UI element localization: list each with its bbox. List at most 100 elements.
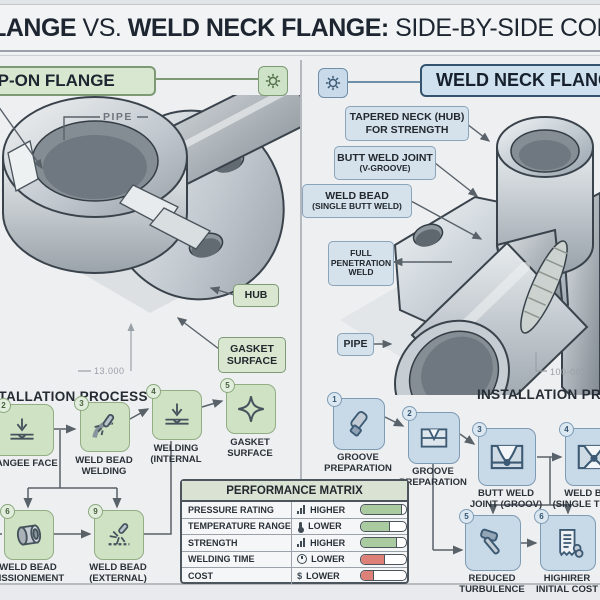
step-flange-face: [0, 404, 54, 456]
butt-weld-joint-callout: BUTT WELD JOINT (V-GROOVE): [334, 146, 436, 180]
step-num-r1: 1: [327, 392, 342, 407]
page-title: SLIP-ON FLANGE VS. WELD NECK FLANGE: SID…: [0, 14, 600, 43]
dimension-right: 100-002: [550, 367, 587, 377]
rating-bar: [360, 504, 407, 516]
weld-bead-line1: WELD BEAD: [325, 190, 389, 203]
welding-torch-icon: [92, 414, 115, 438]
thermometer-icon: [297, 522, 304, 534]
step-welding-internal: [152, 390, 202, 440]
step-label-weld-bead-external: WELD BEAD(EXTERNAL): [89, 562, 147, 585]
full-pen-line1: FULL: [350, 247, 372, 258]
receipt-icon: [559, 529, 584, 558]
step-weld-bead-tension: [4, 510, 54, 560]
clock-icon: [297, 554, 308, 565]
step-weld-bead-external: [94, 510, 144, 560]
matrix-row-temperature: TEMPERATURE RANGE LOWER: [182, 518, 407, 535]
dimension-left: 13.000: [94, 366, 125, 376]
title-underline: [0, 50, 600, 52]
rating-bar: [360, 570, 407, 582]
step-num-2: 2: [0, 398, 11, 413]
bar-chart-icon: [297, 538, 306, 548]
panel-divider: [300, 60, 302, 583]
step-weld-bead-single: [565, 428, 600, 486]
gasket-label-line2: SURFACE: [226, 355, 278, 367]
grinder-icon: [349, 411, 368, 437]
weld-sparks-icon: [108, 523, 130, 546]
step-reduced-turbulence: [465, 515, 521, 571]
arrow-groove-icon: [10, 418, 34, 440]
step-num-3: 3: [74, 396, 89, 411]
step-butt-weld-joint: [478, 428, 536, 486]
matrix-row-strength: STRENGTH HIGHER: [182, 535, 407, 552]
matrix-row-welding-time: WELDING TIME LOWER: [182, 551, 407, 568]
step-groove-prep-1: [333, 398, 385, 450]
performance-matrix: PERFORMANCE MATRIX PRESSURE RATING HIGHE…: [180, 479, 409, 584]
step-num-6: 6: [0, 504, 15, 519]
dollar-icon: [297, 571, 302, 581]
slip-on-flange-illustration: [0, 95, 300, 313]
left-process-heading: INSTALLATION PROCESS: [0, 389, 148, 404]
step-num-5: 5: [220, 378, 235, 393]
direction-label: HIGHER: [310, 537, 346, 548]
step-groove-prep-2: [408, 412, 460, 464]
metric-label: STRENGTH: [182, 535, 293, 551]
step-label-flange-face: FLANGEE FACE: [0, 458, 58, 469]
hub-label-text: HUB: [244, 289, 268, 302]
tapered-neck-line2: FOR STRENGTH: [365, 123, 449, 136]
gasket-surface-label: GASKET SURFACE: [218, 337, 286, 373]
bottom-rule: [0, 583, 600, 585]
direction-label: HIGHER: [310, 504, 346, 515]
gasket-label-line1: GASKET: [230, 342, 274, 355]
right-process-heading: INSTALLATION PROCESS: [477, 387, 600, 402]
step-label-welding-internal: WELDING(INTERNAL: [150, 443, 202, 466]
step-label-weld-bead-tension: WELD BEADINSSIONEMENT: [0, 562, 65, 585]
bar-chart-icon: [297, 505, 306, 515]
matrix-row-cost: COST LOWER: [182, 568, 407, 584]
butt-weld-line1: BUTT WELD JOINT: [337, 152, 433, 165]
title-part-bold2: WELD NECK FLANGE:: [127, 14, 389, 42]
title-sep: VS.: [76, 14, 128, 42]
cylinder-icon: [16, 524, 42, 546]
step-label-weld-bead-single: WELD BEAD(SINGLE T WELD): [552, 488, 600, 511]
right-panel-header: WELD NECK FLANGE: [420, 64, 600, 97]
pipe-right-text: PIPE: [343, 338, 368, 351]
pipe-label-left: PIPE: [103, 111, 133, 123]
tapered-neck-callout: TAPERED NECK (HUB) FOR STRENGTH: [345, 106, 469, 141]
step-higher-initial-cost: [540, 515, 596, 571]
title-underline-2: [0, 55, 600, 56]
hub-label: HUB: [233, 284, 279, 307]
full-pen-line2: PENETRATION: [330, 257, 392, 268]
pipe-callout-right: PIPE: [337, 333, 374, 356]
hammer-icon: [480, 528, 500, 555]
step-num-r5: 5: [459, 509, 474, 524]
step-num-r3: 3: [472, 422, 487, 437]
step-num-r2: 2: [402, 406, 417, 421]
title-part-bold1: SLIP-ON FLANGE: [0, 14, 77, 42]
gear-icon-left: [258, 66, 288, 96]
weld-bead-callout: WELD BEAD (SINGLE BUTT WELD): [302, 184, 412, 218]
arrow-groove-icon: [165, 403, 189, 425]
top-rule: [0, 4, 600, 5]
gear-icon-right: [318, 68, 348, 98]
step-num-r4: 4: [559, 422, 574, 437]
step-num-9: 9: [88, 504, 103, 519]
full-penetration-callout: FULL PENETRATION WELD: [328, 241, 394, 286]
tapered-neck-line1: TAPERED NECK (HUB): [349, 111, 465, 124]
title-part-rest: SIDE-BY-SIDE COMPARISON: [395, 14, 600, 42]
butt-weld-line2: (V-GROOVE): [359, 163, 411, 174]
sparkle-icon: [238, 396, 264, 422]
v-groove-icon: [420, 428, 448, 448]
direction-label: LOWER: [311, 554, 345, 565]
metric-label: TEMPERATURE RANGE: [182, 518, 293, 534]
metric-label: PRESSURE RATING: [182, 502, 293, 518]
v-weld-bead-icon: [577, 444, 600, 470]
